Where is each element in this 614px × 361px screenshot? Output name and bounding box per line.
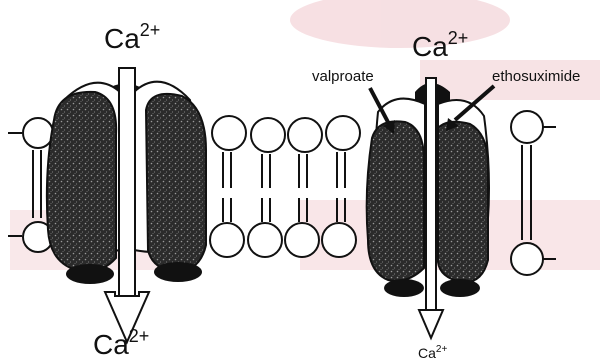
ion-label-top-right: Ca2+: [412, 28, 468, 62]
lipid-head: [288, 118, 322, 152]
lipid-head: [248, 223, 282, 257]
ion-label-top-left: Ca2+: [104, 20, 160, 54]
lipid-head: [210, 223, 244, 257]
ion-label-bottom-right: Ca2+: [418, 344, 447, 361]
lipid-head: [212, 116, 246, 150]
lipid-head: [511, 111, 543, 143]
lipid-head: [326, 116, 360, 150]
lipid-head: [23, 118, 53, 148]
lipid-head: [511, 243, 543, 275]
lipid-head: [322, 223, 356, 257]
lipid-head: [251, 118, 285, 152]
lipid-head: [285, 223, 319, 257]
drug-label-valproate: valproate: [312, 68, 374, 85]
ion-label-bottom-left: Ca2+: [93, 326, 149, 360]
drug-label-ethosuximide: ethosuximide: [492, 68, 580, 85]
